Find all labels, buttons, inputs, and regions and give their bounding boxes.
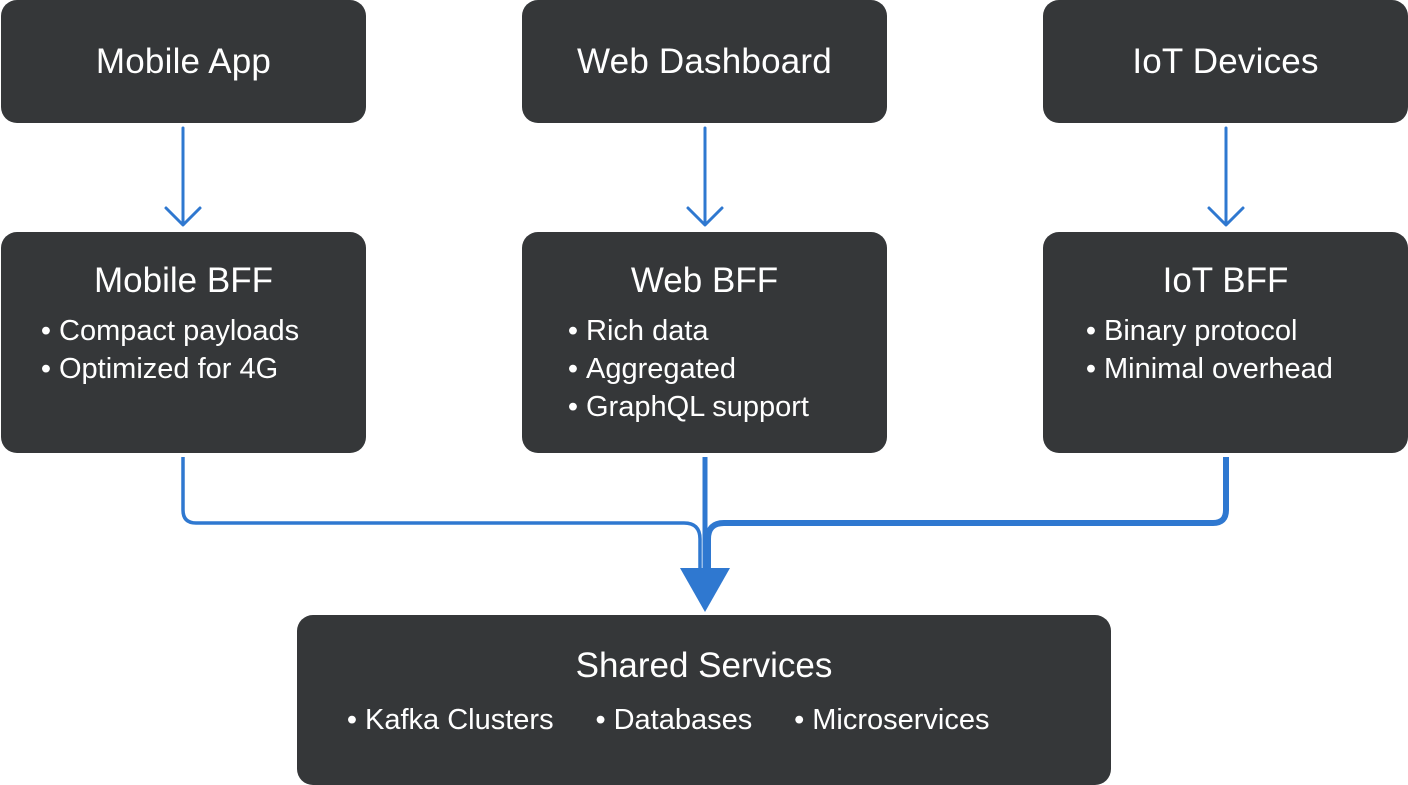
arrow-web-dashboard-to-web-bff bbox=[686, 126, 724, 227]
web-bff-feature: Aggregated bbox=[562, 350, 809, 388]
web-bff-node: Web BFF Rich data Aggregated GraphQL sup… bbox=[522, 232, 887, 453]
mobile-app-label: Mobile App bbox=[95, 41, 272, 81]
web-dashboard-label: Web Dashboard bbox=[577, 41, 832, 81]
mobile-bff-feature: Compact payloads bbox=[35, 312, 299, 350]
shared-service-item: Kafka Clusters bbox=[341, 701, 554, 739]
iot-bff-feature-list: Binary protocol Minimal overhead bbox=[1080, 312, 1333, 388]
connector-layer bbox=[164, 126, 1245, 612]
shared-service-item: Microservices bbox=[788, 701, 989, 739]
mobile-bff-feature: Optimized for 4G bbox=[35, 350, 299, 388]
web-bff-feature: GraphQL support bbox=[562, 388, 809, 426]
shared-services-title: Shared Services bbox=[575, 646, 833, 685]
shared-services-list: Kafka Clusters Databases Microservices bbox=[341, 701, 989, 739]
arrow-iot-devices-to-iot-bff bbox=[1207, 126, 1245, 227]
iot-devices-node: IoT Devices bbox=[1043, 0, 1408, 123]
iot-bff-feature: Binary protocol bbox=[1080, 312, 1333, 350]
mobile-bff-node: Mobile BFF Compact payloads Optimized fo… bbox=[1, 232, 366, 453]
iot-devices-label: IoT Devices bbox=[1132, 41, 1319, 81]
mobile-app-node: Mobile App bbox=[1, 0, 366, 123]
web-dashboard-node: Web Dashboard bbox=[522, 0, 887, 123]
arrowhead-shared-services bbox=[680, 568, 730, 612]
connector-iot-bff-to-shared bbox=[705, 457, 1229, 575]
mobile-bff-feature-list: Compact payloads Optimized for 4G bbox=[35, 312, 299, 388]
shared-services-node: Shared Services Kafka Clusters Databases… bbox=[297, 615, 1111, 785]
iot-bff-title: IoT BFF bbox=[1162, 261, 1289, 300]
web-bff-feature-list: Rich data Aggregated GraphQL support bbox=[562, 312, 809, 426]
connector-mobile-bff-to-shared bbox=[181, 457, 702, 575]
iot-bff-node: IoT BFF Binary protocol Minimal overhead bbox=[1043, 232, 1408, 453]
mobile-bff-title: Mobile BFF bbox=[94, 261, 273, 300]
shared-service-item: Databases bbox=[590, 701, 753, 739]
arrow-mobile-app-to-mobile-bff bbox=[164, 126, 202, 227]
web-bff-title: Web BFF bbox=[630, 261, 779, 300]
iot-bff-feature: Minimal overhead bbox=[1080, 350, 1333, 388]
web-bff-feature: Rich data bbox=[562, 312, 809, 350]
